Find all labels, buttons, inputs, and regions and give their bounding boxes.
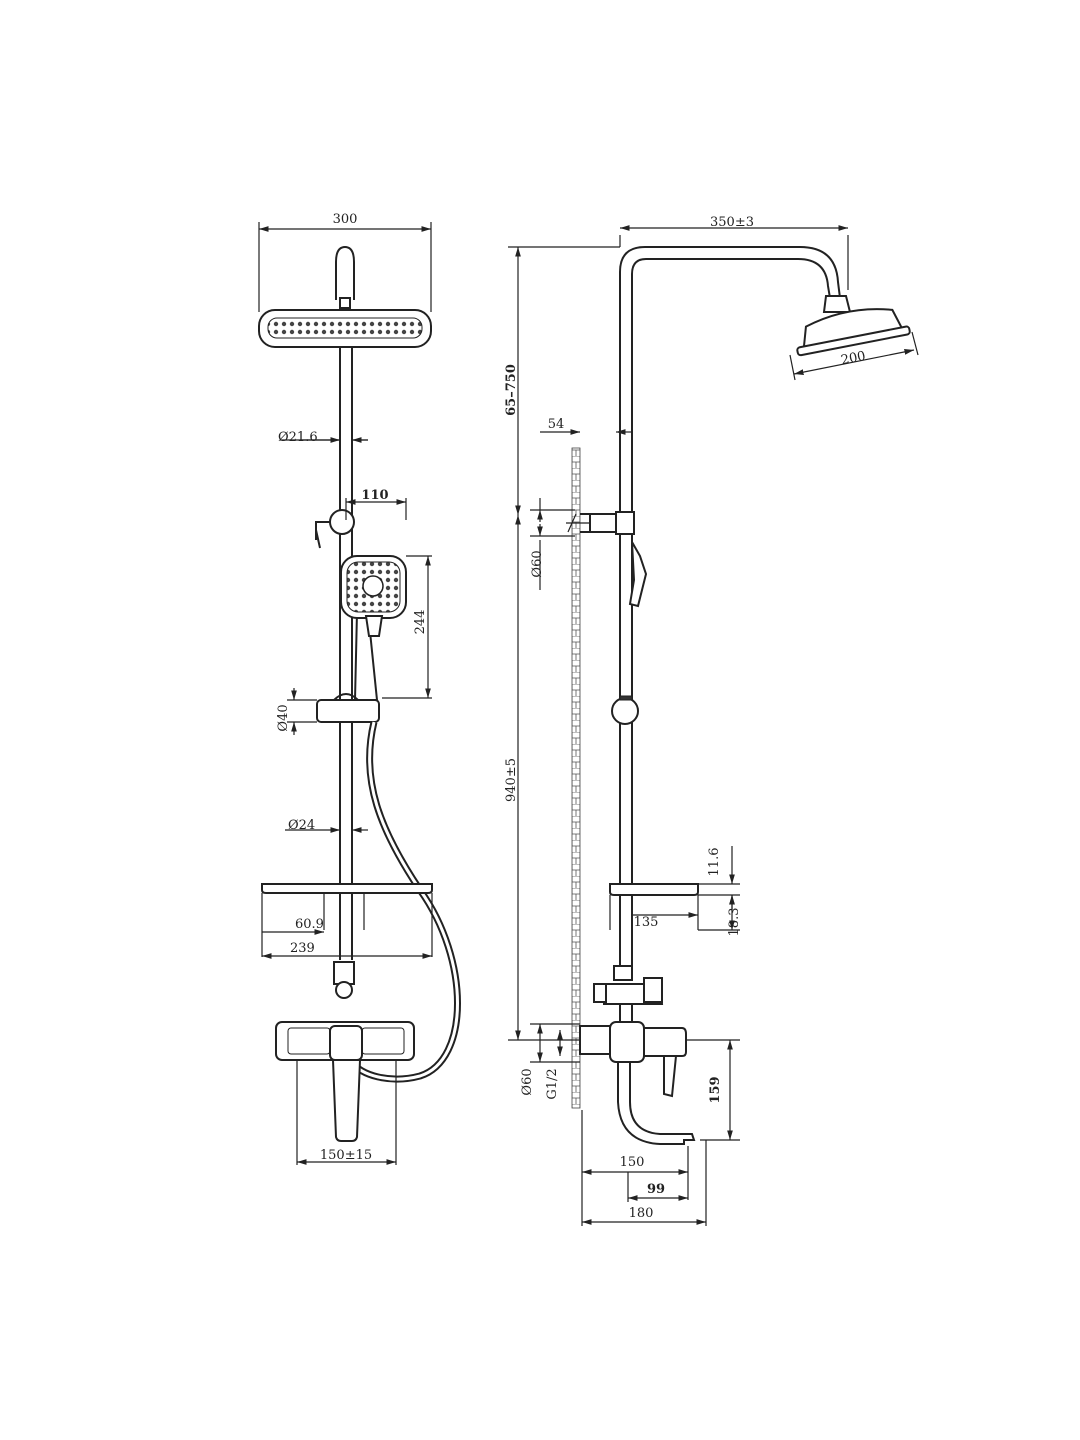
dim-flange-diameter: Ø60 [520, 1068, 535, 1095]
dim-spout-180: 180 [629, 1206, 654, 1221]
dim-inlet-spacing: 150±15 [320, 1148, 372, 1163]
dim-handshower-length: 244 [413, 610, 428, 635]
dim-head-width: 300 [333, 212, 358, 227]
front-hand-shower [340, 555, 407, 701]
dim-wall-offset: 54 [548, 417, 565, 432]
side-shelf [609, 883, 699, 930]
dim-spout-drop: 159 [708, 1076, 723, 1103]
side-riser-and-arm [619, 246, 841, 970]
front-rain-shower-head [258, 309, 432, 348]
side-hand-shower [628, 541, 648, 608]
dim-bracket-diameter: Ø60 [530, 550, 545, 577]
side-rain-shower-head [796, 308, 911, 357]
front-dimensions [258, 222, 432, 1165]
side-slider-knob [611, 697, 639, 725]
dim-thread: G1/2 [545, 1068, 560, 1099]
front-wall-bracket [315, 509, 355, 549]
front-lower-rail [339, 722, 353, 960]
side-dimensions [508, 225, 919, 1226]
dim-holder-offset: 110 [361, 488, 388, 503]
front-pipe-nut [339, 297, 351, 309]
side-mixer-and-spout [579, 1004, 696, 1145]
front-view [258, 222, 461, 1165]
dimension-labels: 300 Ø21.6 110 244 Ø40 Ø24 60.9 239 150±1… [276, 212, 867, 1221]
dim-shelf-depth: 135 [634, 915, 659, 930]
front-mixer [275, 961, 415, 1142]
side-wall-bracket [566, 511, 635, 535]
dim-riser-diameter: Ø21.6 [278, 430, 318, 445]
side-arm-swivel [822, 295, 852, 313]
front-shelf [261, 883, 433, 957]
dim-arm-reach: 350±3 [710, 215, 754, 230]
front-slider [316, 693, 380, 723]
dim-shelf-offset: 60.9 [295, 917, 324, 932]
side-view [508, 225, 919, 1226]
wall [571, 447, 581, 1109]
dim-shelf-height: 18.3 [727, 908, 742, 937]
dim-total-height: 940±5 [504, 758, 519, 802]
dim-rail-diameter: Ø24 [288, 818, 315, 833]
dim-head-diameter: 200 [840, 349, 867, 368]
dim-spout-99: 99 [647, 1182, 665, 1197]
dim-height-adjust: 65–750 [504, 364, 519, 416]
front-top-pipe [335, 245, 355, 300]
dim-spout-150: 150 [620, 1155, 645, 1170]
side-diverter [593, 965, 664, 1005]
dim-shelf-thickness: 11.6 [707, 848, 722, 877]
dim-shelf-width: 239 [290, 941, 315, 956]
dim-slider-diameter: Ø40 [276, 704, 291, 731]
